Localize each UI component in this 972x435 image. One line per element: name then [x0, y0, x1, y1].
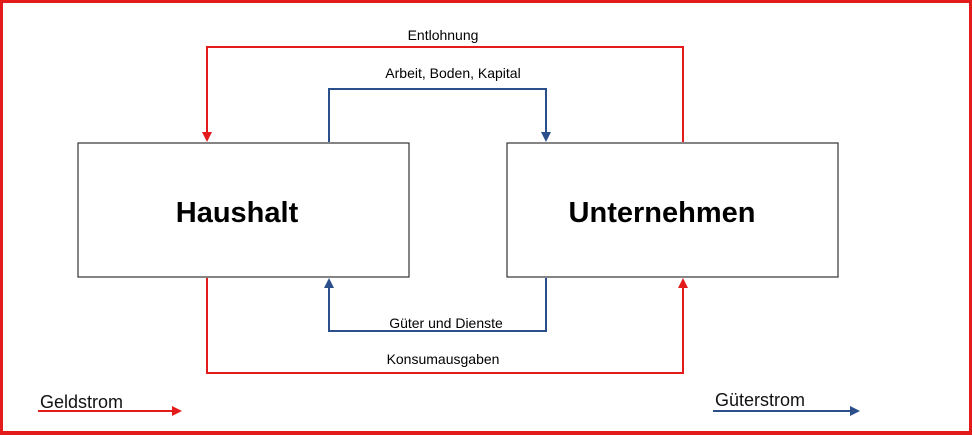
- company-box: [506, 142, 839, 278]
- household-box: [77, 142, 410, 278]
- legend-goods-label: Güterstrom: [715, 390, 805, 410]
- wages-flow-arrow: [202, 46, 684, 142]
- goods-flow-arrow: [324, 278, 547, 332]
- legend-money-label: Geldstrom: [40, 392, 123, 412]
- wages-label: Entlohnung: [408, 27, 479, 43]
- spending-label: Konsumausgaben: [387, 351, 500, 367]
- household-label: Haushalt: [176, 197, 299, 229]
- factors-flow-arrow: [328, 88, 551, 142]
- factors-label: Arbeit, Boden, Kapital: [385, 65, 520, 81]
- company-label: Unternehmen: [569, 197, 756, 229]
- spending-flow-arrow: [206, 278, 688, 374]
- goods-label: Güter und Dienste: [389, 315, 503, 331]
